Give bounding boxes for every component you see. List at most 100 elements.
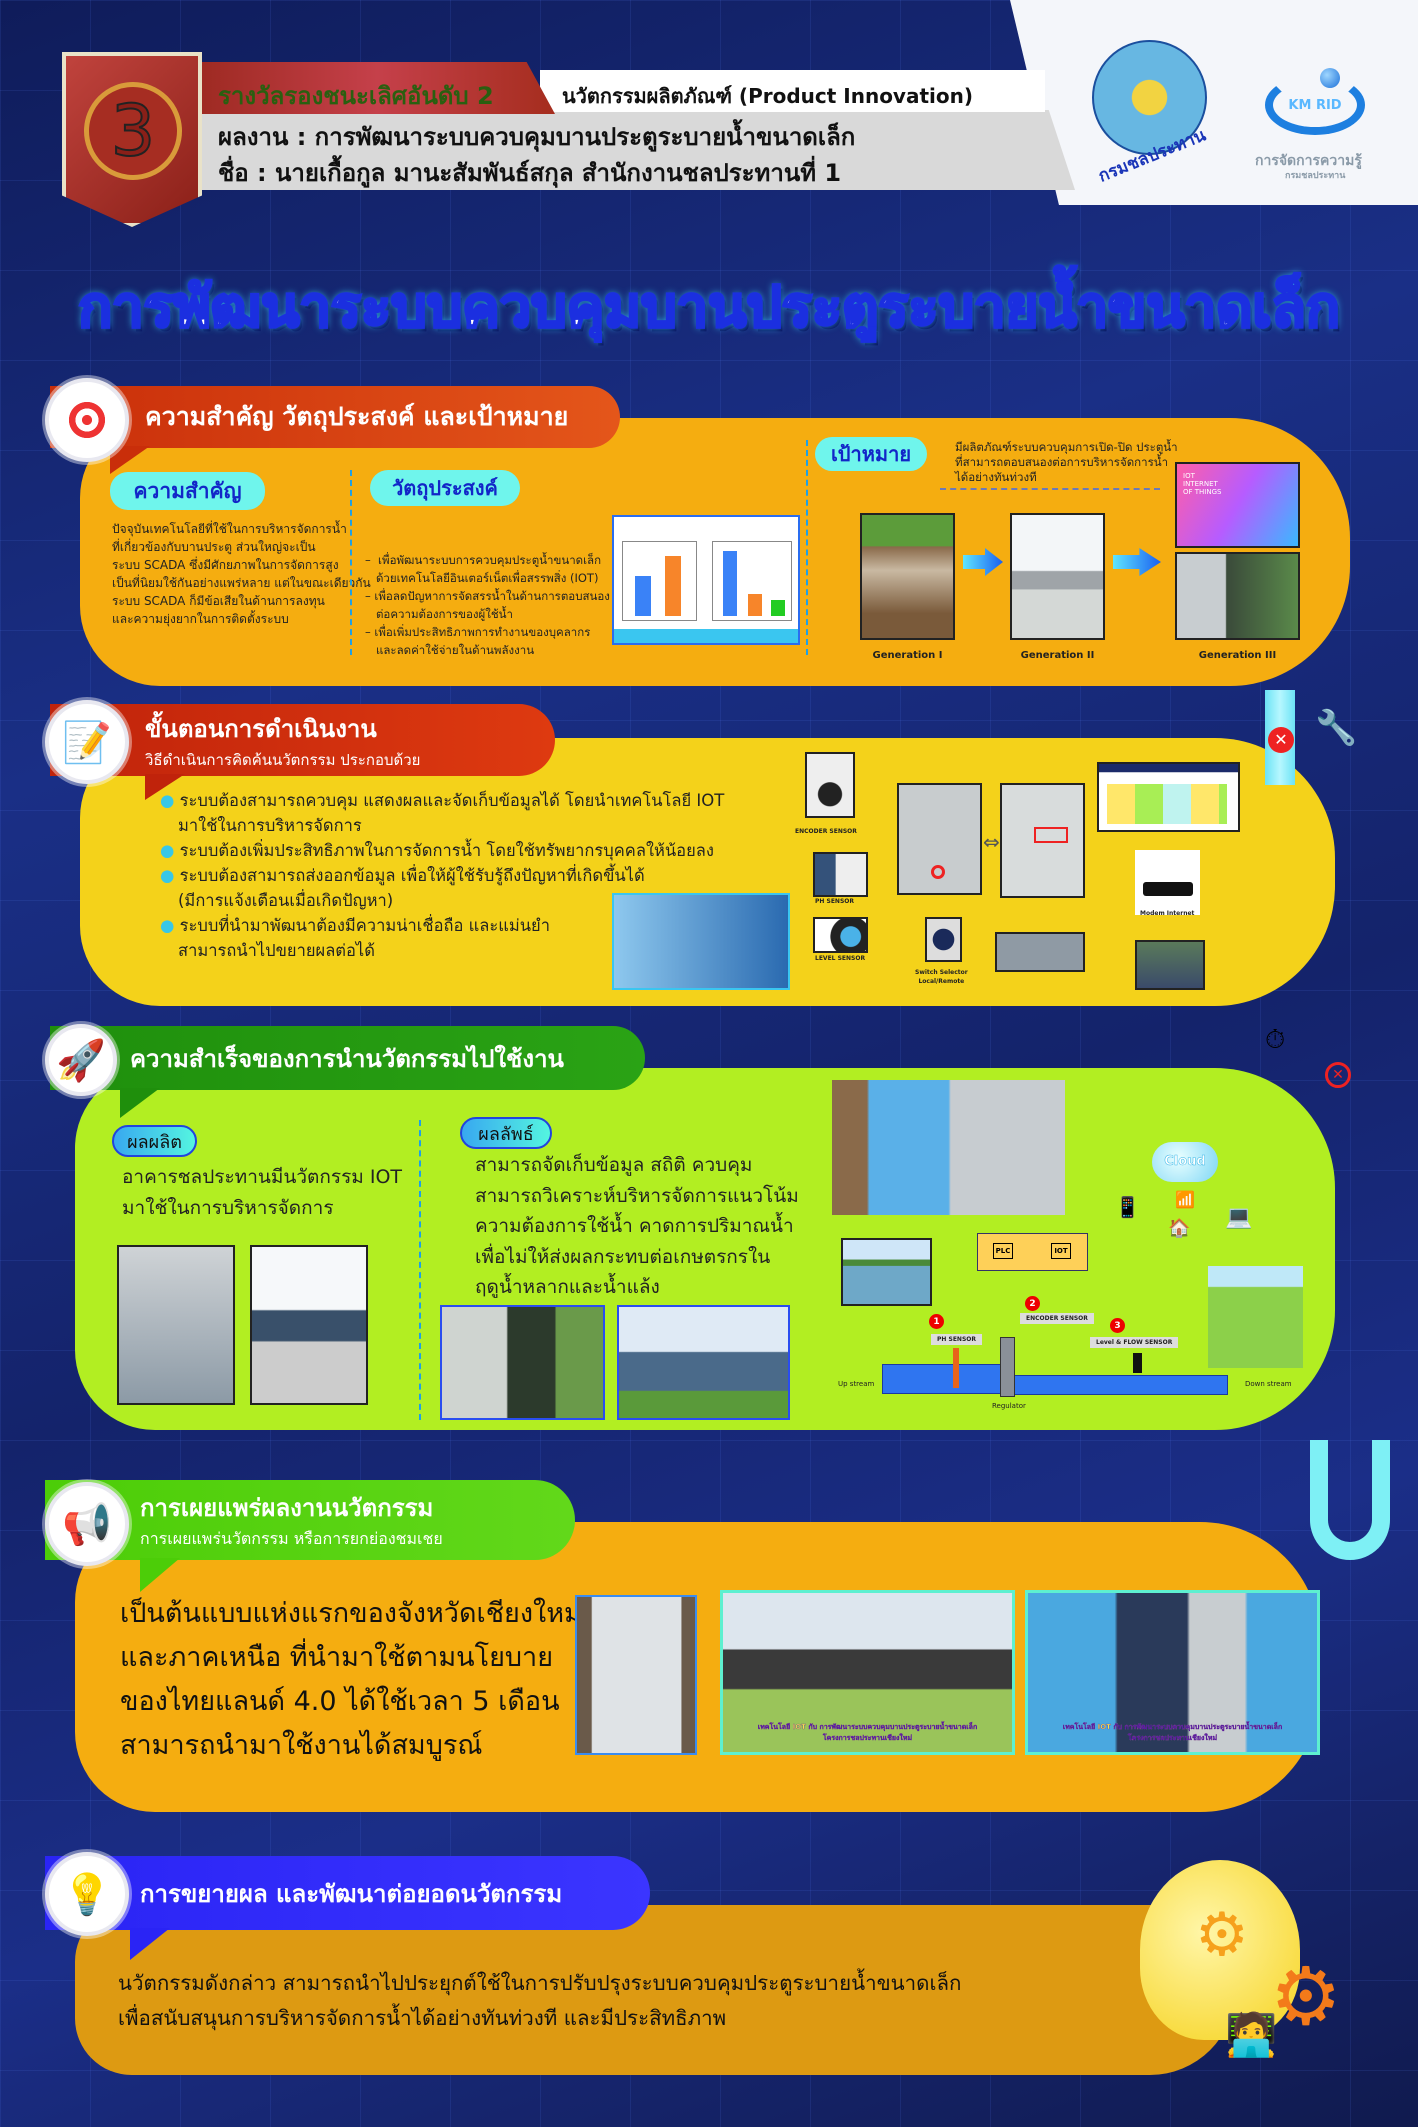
header-tail: [130, 1928, 170, 1960]
cabinet-interior-photo: [117, 1245, 235, 1405]
encoder-sensor-label: ENCODER SENSOR: [1020, 1313, 1094, 1324]
house-icon: 🏠: [1168, 1218, 1191, 1239]
extension-text: นวัตกรรมดังกล่าว สามารถนำไปประยุกต์ใช้ใน…: [118, 1966, 961, 2036]
wifi-icon: 📶: [1175, 1190, 1195, 1209]
goal-label: เป้าหมาย: [815, 437, 927, 471]
section-process-subtitle: วิธีดำเนินการคิดค้นนวัตกรรม ประกอบด้วย: [145, 750, 421, 769]
level-sensor-photo: [813, 917, 868, 953]
plc-box: PLC: [993, 1243, 1013, 1259]
iot-box: IOT: [1051, 1243, 1071, 1259]
objective-line: – เพื่อลดปัญหาการจัดสรรน้ำในด้านการตอบสน…: [365, 589, 610, 603]
outcome-line: เพื่อไม่ให้ส่งผลกระทบต่อเกษตรกรใน: [475, 1245, 771, 1268]
gear-icon: ⚙: [1195, 1900, 1249, 1970]
main-title: การพัฒนาระบบควบคุมบานประตูระบายน้ำขนาดเล…: [77, 274, 1342, 342]
process-bullet-cont: มาใช้ในการบริหารจัดการ: [178, 816, 362, 835]
km-logo: KM RID: [1265, 75, 1365, 135]
iot-caption: IOT INTERNET OF THINGS: [1183, 472, 1222, 496]
operator-phone-photo: [832, 1080, 1065, 1215]
lightbulb-illustration: [1140, 1860, 1300, 2040]
downstream-label: Down stream: [1245, 1380, 1292, 1388]
generation-3-label: Generation III: [1198, 650, 1277, 661]
channel-upstream: [882, 1364, 1007, 1394]
switch-selector-photo: [925, 917, 962, 962]
importance-line: เป็นที่นิยมใช้กันอย่างแพร่หลาย แต่ในขณะเ…: [112, 576, 371, 590]
channel-downstream: [1013, 1375, 1228, 1395]
award-grey-bar: [200, 110, 1075, 190]
process-bullets: ● ระบบต้องสามารถควบคุม แสดงผลและจัดเก็บข…: [160, 788, 724, 963]
upstream-label: Up stream: [838, 1380, 875, 1388]
importance-text: ปัจจุบันเทคโนโลยีที่ใช้ในการบริหารจัดการ…: [112, 520, 371, 628]
section-success-title: ความสำเร็จของการนำนวัตกรรมไปใช้งาน: [130, 1044, 564, 1073]
objective-text: – เพื่อพัฒนาระบบการควบคุมประตูน้ำขนาดเล็…: [365, 515, 610, 677]
output-line: มาใช้ในการบริหารจัดการ: [122, 1197, 334, 1219]
process-bullet: ● ระบบต้องสามารถส่งออกข้อมูล เพื่อให้ผู้…: [160, 866, 645, 885]
objective-line: ด้วยเทคโนโลยีอินเตอร์เน็ตเพื่อสรรพสิ่ง (…: [365, 571, 599, 585]
section-extension-header: การขยายผล และพัฒนาต่อยอดนวัตกรรม: [45, 1856, 650, 1930]
control-panel-photo: [897, 783, 982, 895]
extension-line: เพื่อสนับสนุนการบริหารจัดการน้ำได้อย่างท…: [118, 2006, 727, 2030]
farm-illustration: [1208, 1266, 1303, 1368]
regulator-gate: [1000, 1337, 1015, 1397]
output-line: อาคารชลประทานมีนวัตกรรม IOT: [122, 1166, 403, 1188]
importance-line: และความยุ่งยากในการติดตั้งระบบ: [112, 612, 289, 626]
process-bullet-cont: สามารถนำไปขยายผลต่อได้: [178, 941, 375, 960]
process-bullet: ● ระบบที่นำมาพัฒนาต้องมีความน่าเชื่อถือ …: [160, 916, 550, 935]
divider: [806, 440, 808, 655]
section-dissemination-subtitle: การเผยแพร่นวัตกรรม หรือการยกย่องชมเชย: [140, 1529, 443, 1548]
km-logo-text: การจัดการความรู้: [1255, 153, 1362, 169]
dissemination-line: และภาคเหนือ ที่นำมาใช้ตามนโยบาย: [120, 1642, 554, 1673]
generation-1-label: Generation I: [872, 650, 943, 661]
importance-line: ระบบ SCADA ก็มีข้อเสียในด้านการลงทุน: [112, 594, 325, 608]
outcome-line: ความต้องการใช้น้ำ คาดการปริมาณน้ำ: [475, 1215, 794, 1237]
extension-line: นวัตกรรมดังกล่าว สามารถนำไปประยุกต์ใช้ใน…: [118, 1971, 962, 1995]
photo-caption: เทคโนโลยี IOT กับ การพัฒนาระบบควบคุมบานป…: [1062, 1723, 1283, 1742]
ph-sensor-label: PH SENSOR: [815, 898, 854, 905]
iot-illustration: IOT INTERNET OF THINGS: [1175, 462, 1300, 548]
outcome-line: สามารถจัดเก็บข้อมูล สถิติ ควบคุม: [475, 1154, 753, 1176]
section-process-header: ขั้นตอนการดำเนินงานวิธีดำเนินการคิดค้นนว…: [50, 704, 555, 776]
header-tail: [140, 1558, 180, 1592]
megaphone-icon: 📢: [45, 1482, 129, 1566]
checklist-icon: 📝: [45, 700, 129, 784]
divider: [350, 470, 352, 655]
encoder-sensor-photo: [805, 752, 855, 818]
cloud-label: Cloud: [1164, 1154, 1206, 1170]
plc-module-photo: [995, 932, 1085, 972]
medal-number: 3: [110, 89, 157, 173]
level-sensor-device: [1133, 1353, 1142, 1373]
outcome-line: สามารถวิเคราะห์บริหารจัดการแนวโน้ม: [475, 1184, 799, 1207]
control-cabinet-photo: [575, 1595, 697, 1755]
generation-2-photo: [1010, 513, 1105, 640]
header-tail: [145, 774, 185, 800]
dissemination-text: เป็นต้นแบบแห่งแรกของจังหวัดเชียงใหม่และภ…: [120, 1592, 582, 1768]
dissemination-line: เป็นต้นแบบแห่งแรกของจังหวัดเชียงใหม่: [120, 1598, 582, 1629]
importance-label: ความสำคัญ: [110, 472, 265, 510]
importance-line: ระบบ SCADA ซึ่งมีศักยภาพในการจัดการสูง: [112, 558, 339, 572]
gate-motor-photo: [1135, 940, 1205, 990]
installed-gate-photo: [440, 1305, 605, 1420]
monitoring-screen-photo: [612, 893, 790, 990]
importance-line: ที่เกี่ยวข้องกับบานประตู ส่วนใหญ่จะเป็น: [112, 540, 316, 554]
bidirectional-arrow-icon: ⇔: [983, 830, 1000, 854]
process-bullet-cont: (มีการแจ้งเตือนเมื่อเกิดปัญหา): [178, 891, 394, 910]
level-sensor-label: LEVEL SENSOR: [815, 955, 866, 962]
generation-1-photo: [860, 513, 955, 640]
goal-text: มีผลิตภัณฑ์ระบบควบคุมการเปิด-ปิด ประตูน้…: [955, 440, 1178, 485]
section-process-title: ขั้นตอนการดำเนินงาน: [145, 714, 377, 743]
modem-photo: [1135, 850, 1200, 915]
plc-cabinet-photo: [1000, 783, 1085, 898]
work-title: ผลงาน : การพัฒนาระบบควบคุมบานประตูระบายน…: [218, 123, 856, 151]
km-logo-sub: กรมชลประทาน: [1285, 171, 1346, 181]
step-1-marker: 1: [929, 1314, 944, 1329]
award-red-bar: [200, 62, 555, 114]
section-extension-panel: [75, 1905, 1235, 2075]
pipe-clock-icon: ⏱: [1265, 1025, 1286, 1055]
divider: [419, 1120, 421, 1420]
header-tail: [120, 1088, 160, 1118]
section-importance-header: ความสำคัญ วัตถุประสงค์ และเป้าหมาย: [50, 386, 620, 448]
author-name: ชื่อ : นายเกื้อกูล มานะสัมพันธ์สกุล สำนั…: [218, 159, 842, 187]
section-dissemination-header: การเผยแพร่ผลงานนวัตกรรมการเผยแพร่นวัตกรร…: [45, 1480, 575, 1560]
output-text: อาคารชลประทานมีนวัตกรรม IOT มาใช้ในการบริ…: [122, 1162, 402, 1224]
rid-logo: [1092, 40, 1207, 155]
